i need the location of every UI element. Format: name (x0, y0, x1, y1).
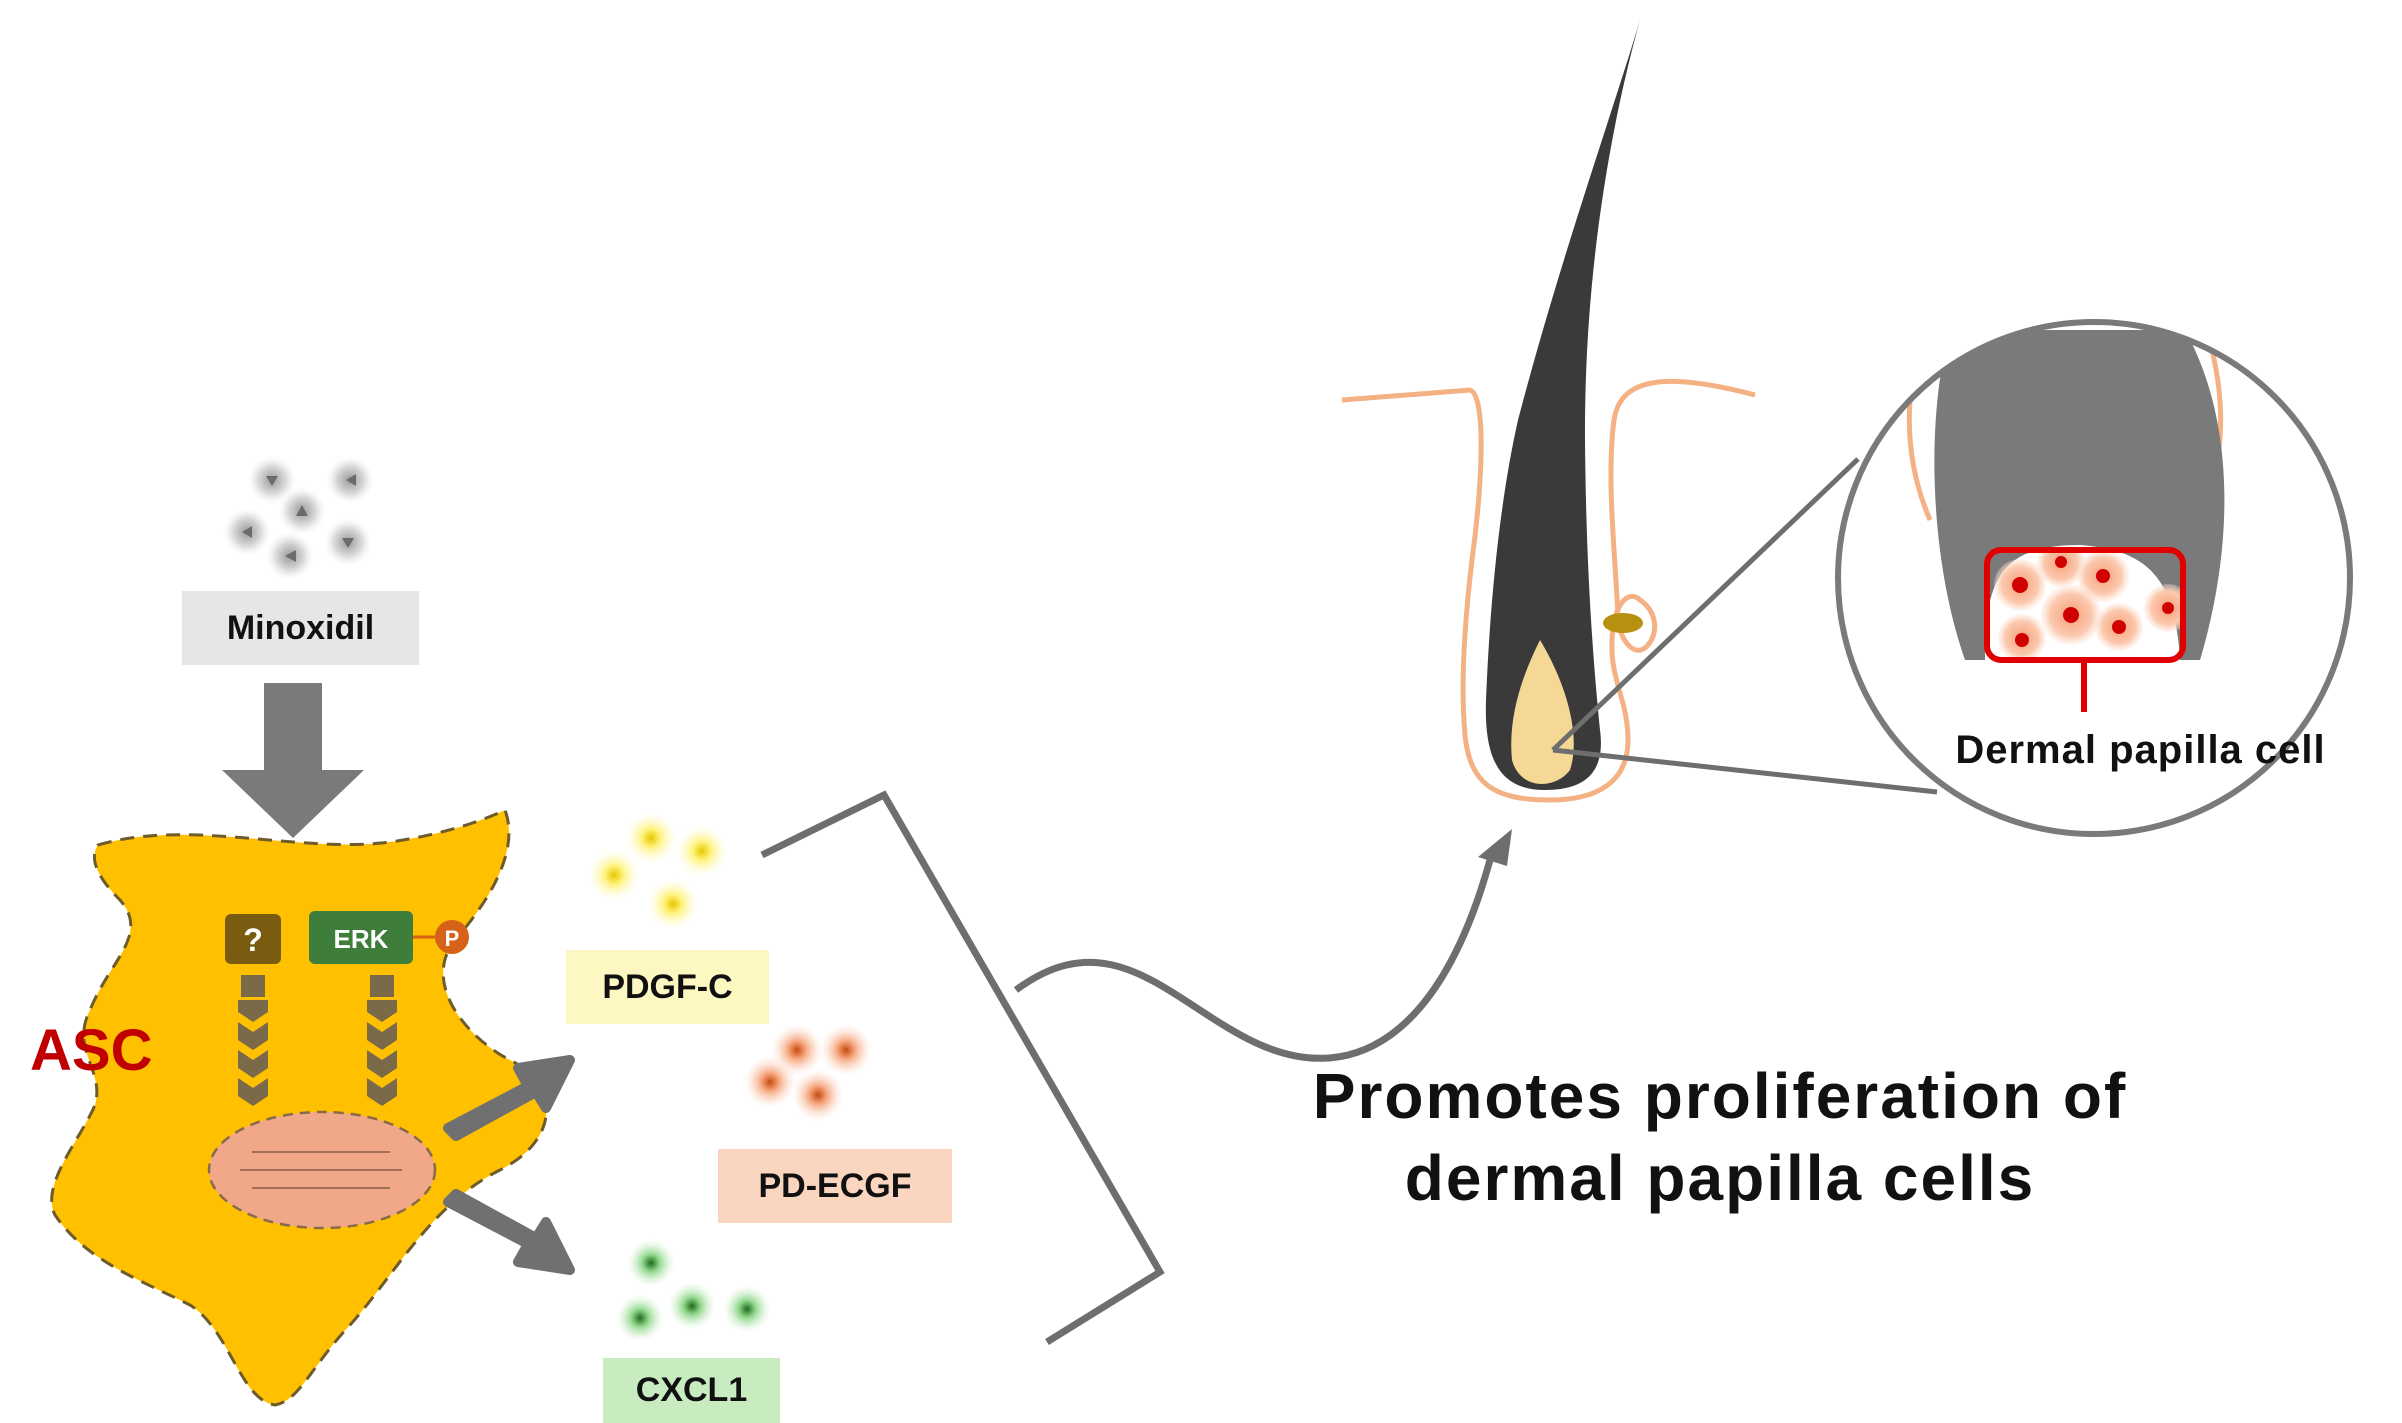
nucleus (207, 1110, 437, 1230)
erk-box: ERK P (309, 911, 469, 964)
asc-cell-body (50, 807, 548, 1407)
cxcl1-molecules (616, 1239, 771, 1342)
minoxidil-molecules (223, 456, 374, 580)
caption-line-2: dermal papilla cells (1404, 1142, 2036, 1214)
caption-line-1: Promotes proliferation of (1312, 1060, 2128, 1132)
promotes-proliferation-caption: Promotes proliferation of dermal papilla… (1240, 1055, 2200, 1219)
down-arrow-icon (222, 683, 364, 838)
cxcl1-label: CXCL1 (603, 1358, 780, 1423)
phospho-label: P (445, 926, 460, 951)
unknown-label: ? (243, 922, 263, 958)
bracket-connector (760, 790, 1165, 1345)
minoxidil-label: Minoxidil (182, 591, 419, 665)
unknown-factor-box: ? (225, 914, 281, 964)
secretion-arrow-icon (443, 1189, 575, 1275)
pd-ecgf-label: PD-ECGF (718, 1149, 952, 1223)
wave-arrow (1013, 829, 1512, 1062)
pdgf-c-molecules (588, 812, 728, 930)
secretion-arrow-icon (443, 1055, 575, 1141)
pd-ecgf-molecules (744, 1024, 872, 1121)
erk-label: ERK (334, 924, 389, 954)
zoom-lines (1551, 457, 1938, 795)
pdgf-c-label: PDGF-C (566, 950, 769, 1024)
phospho-circle (435, 920, 469, 954)
magnifier-circle (1835, 319, 2353, 837)
dermal-papilla-cell-label: Dermal papilla cell (1955, 727, 2326, 772)
chevron-signal-icon (367, 975, 397, 1106)
chevron-signal-icon (238, 975, 268, 1106)
hair-follicle (1341, 20, 1756, 803)
asc-label: ASC (30, 1017, 153, 1083)
